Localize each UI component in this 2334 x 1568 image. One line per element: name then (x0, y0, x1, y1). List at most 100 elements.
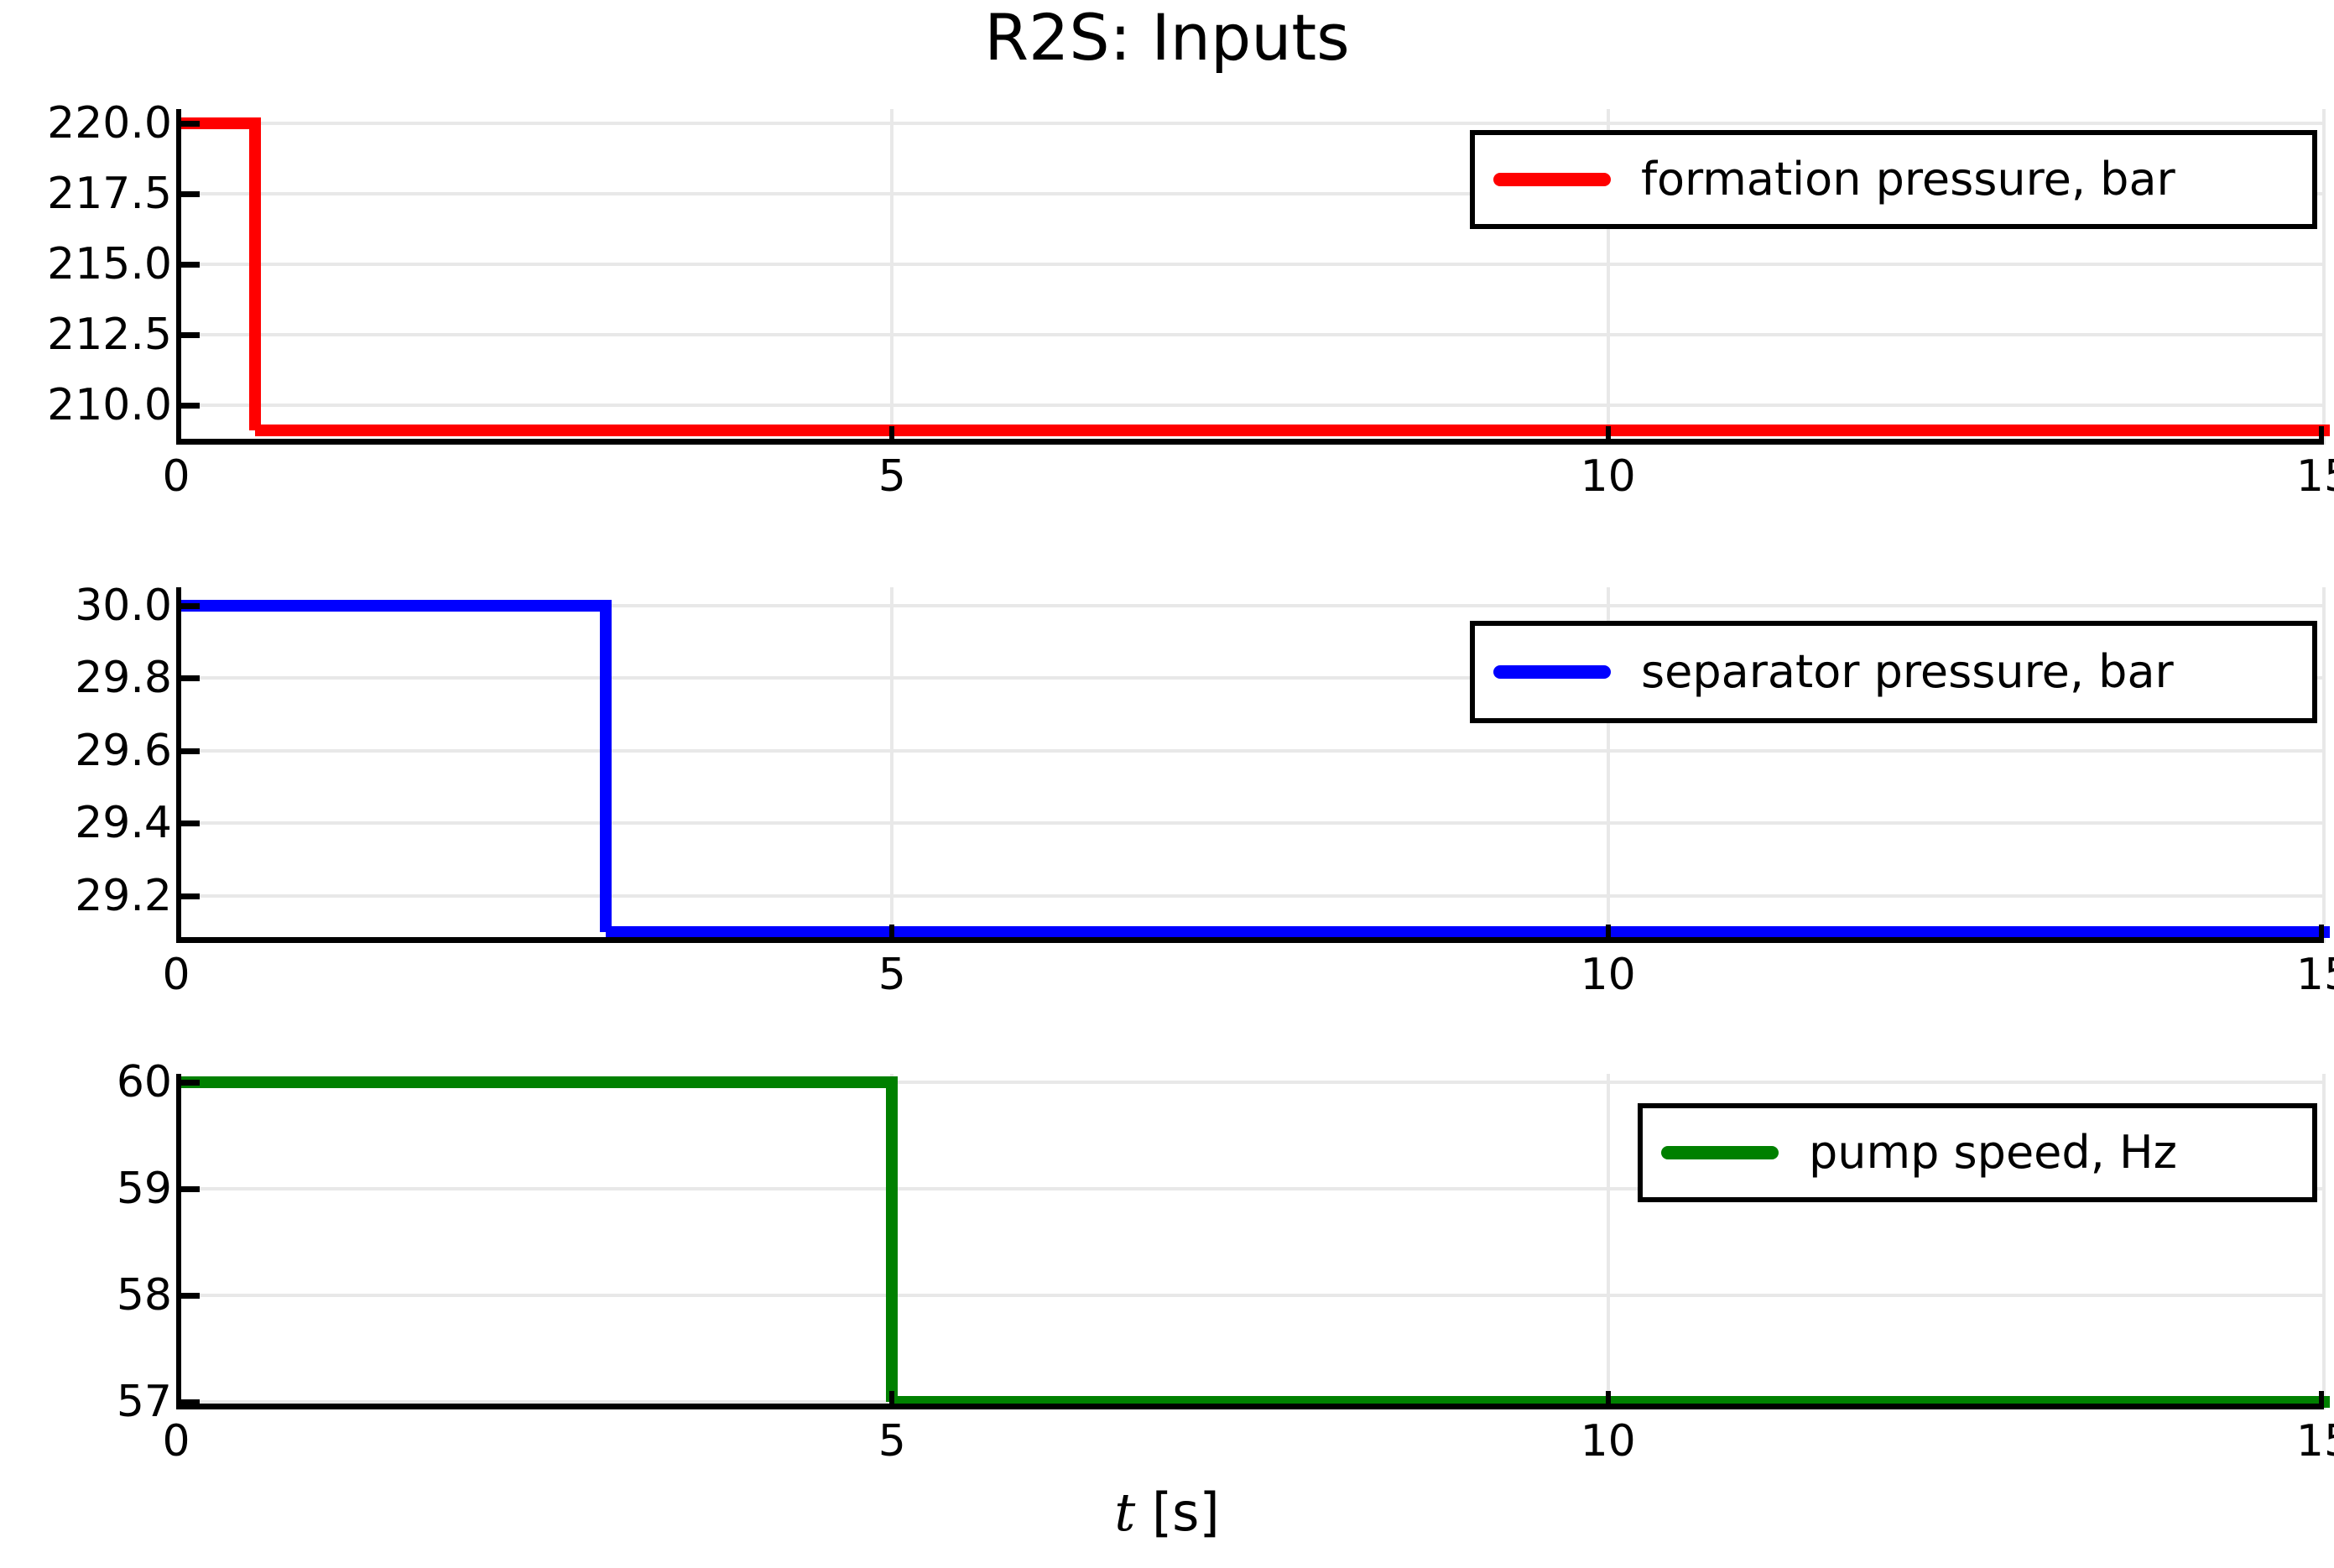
legend-label-formation-pressure: formation pressure, bar (1641, 153, 2175, 206)
y-tick-label: 29.2 (75, 870, 172, 921)
series-segment-horizontal (254, 425, 2330, 437)
x-axis-line-1 (176, 439, 2324, 445)
x-tick-mark (176, 426, 181, 445)
y-tick-mark (176, 1080, 200, 1086)
x-tick-labels-2: 0 5 10 15 (162, 950, 2334, 1002)
series-segment-horizontal (176, 1076, 899, 1089)
x-tick-label: 10 (1580, 451, 1636, 502)
y-tick-mark (176, 190, 200, 197)
x-tick-labels-1: 051015 (162, 451, 2334, 503)
y-tick-mark (176, 748, 200, 754)
y-tick-label: 58 (116, 1270, 172, 1321)
x-tick-mark (2319, 426, 2324, 445)
gridline-horizontal (176, 403, 2324, 407)
x-tick-labels-3: 0 5 10 15 (162, 1416, 2334, 1468)
y-tick-mark (176, 120, 200, 127)
gridline-vertical (1606, 587, 1610, 943)
x-tick-label: 15 (2295, 950, 2334, 1000)
legend-label-pump-speed: pump speed, Hz (1809, 1126, 2177, 1179)
y-axis-line-3 (176, 1074, 181, 1409)
x-tick-label: 5 (878, 1416, 906, 1466)
y-tick-mark (176, 820, 200, 827)
x-tick-mark (1605, 1391, 1611, 1409)
x-tick-mark (1605, 925, 1611, 943)
x-tick-mark (176, 925, 181, 943)
gridline-horizontal (176, 1187, 2324, 1191)
y-tick-mark (176, 1293, 200, 1300)
x-tick-label: 0 (162, 1416, 190, 1466)
x-tick-label: 15 (2295, 1416, 2334, 1466)
y-tick-label: 60 (116, 1057, 172, 1108)
y-tick-label: 30.0 (75, 580, 172, 631)
legend-swatch-separator-pressure (1493, 665, 1611, 679)
gridline-horizontal (176, 603, 2324, 607)
legend-swatch-pump-speed (1661, 1146, 1779, 1159)
x-tick-mark (2319, 1391, 2324, 1409)
y-tick-label: 29.8 (75, 653, 172, 704)
x-tick-mark (2319, 925, 2324, 943)
y-tick-mark (176, 331, 200, 338)
y-tick-label: 29.6 (75, 725, 172, 776)
y-tick-label: 57 (116, 1377, 172, 1428)
legend-swatch-formation-pressure (1493, 173, 1611, 186)
y-tick-label: 59 (116, 1164, 172, 1215)
x-tick-mark (1605, 426, 1611, 445)
gridline-horizontal (176, 821, 2324, 826)
y-tick-mark (176, 893, 200, 899)
gridline-horizontal (176, 121, 2324, 125)
legend-1[interactable]: formation pressure, bar (1470, 130, 2317, 229)
series-segment-horizontal (606, 926, 2330, 939)
gridline-horizontal (176, 332, 2324, 336)
gridline-vertical (2322, 1074, 2326, 1409)
chart-title: R2S: Inputs (984, 0, 1350, 75)
y-axis-line-1 (176, 109, 181, 445)
x-tick-label: 10 (1580, 1416, 1636, 1466)
series-segment-vertical (600, 605, 612, 932)
x-tick-mark (889, 925, 895, 943)
y-tick-mark (176, 1399, 200, 1406)
y-tick-label: 217.5 (47, 168, 172, 219)
x-axis-label: t [s] (0, 1483, 2334, 1542)
gridline-horizontal (176, 748, 2324, 753)
y-axis-line-2 (176, 587, 181, 943)
x-tick-label: 0 (162, 451, 190, 502)
gridline-vertical (1606, 109, 1610, 445)
x-axis-label-variable: t (1114, 1482, 1136, 1543)
x-tick-mark (889, 1391, 895, 1409)
gridline-vertical (890, 109, 894, 445)
x-axis-line-2 (176, 937, 2324, 943)
series-segment-vertical (886, 1082, 899, 1403)
legend-3[interactable]: pump speed, Hz (1638, 1103, 2317, 1202)
y-tick-label: 215.0 (47, 238, 172, 289)
gridline-horizontal (176, 1081, 2324, 1085)
gridline-vertical (890, 587, 894, 943)
y-tick-label: 210.0 (47, 379, 172, 430)
x-axis-line-3 (176, 1404, 2324, 1409)
y-tick-mark (176, 261, 200, 268)
x-tick-label: 5 (878, 950, 906, 1000)
gridline-horizontal (176, 191, 2324, 195)
y-tick-mark (176, 675, 200, 682)
series-segment-horizontal (176, 599, 612, 612)
x-tick-label: 0 (162, 950, 190, 1000)
gridline-horizontal (176, 893, 2324, 898)
gridline-vertical (2322, 109, 2326, 445)
gridline-vertical (2322, 587, 2326, 943)
x-axis-label-unit: [s] (1151, 1482, 1220, 1543)
y-tick-mark (176, 402, 200, 409)
legend-2[interactable]: separator pressure, bar (1470, 621, 2317, 723)
gridline-horizontal (176, 676, 2324, 680)
legend-label-separator-pressure: separator pressure, bar (1641, 645, 2174, 698)
x-tick-mark (176, 1391, 181, 1409)
gridline-horizontal (176, 262, 2324, 266)
series-segment-vertical (248, 122, 261, 431)
y-tick-mark (176, 602, 200, 609)
x-tick-mark (889, 426, 895, 445)
x-tick-label: 5 (878, 451, 906, 502)
y-tick-label: 212.5 (47, 309, 172, 360)
x-tick-label: 10 (1580, 950, 1636, 1000)
